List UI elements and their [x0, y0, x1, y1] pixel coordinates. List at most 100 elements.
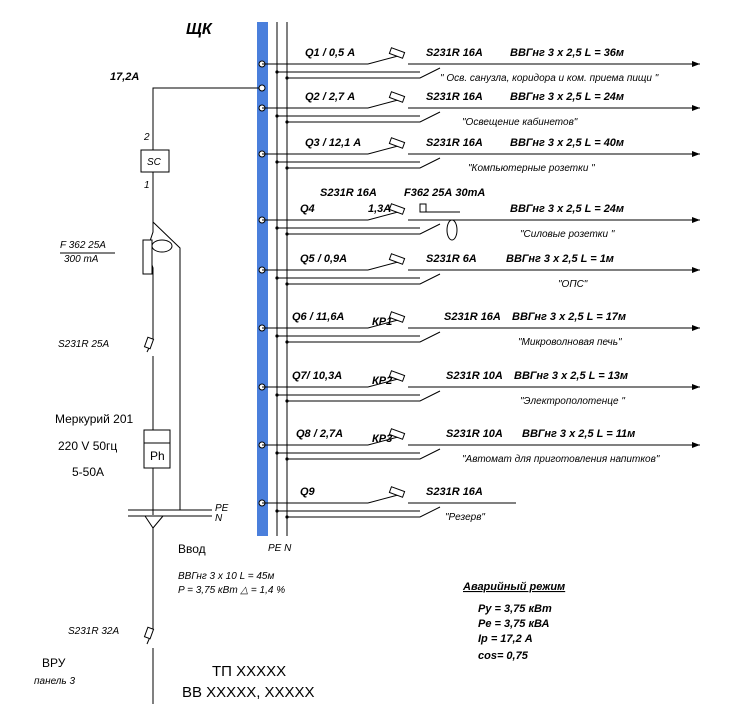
circuit-load-label: " Осв. санузла, коридора и ком. приема п… [440, 73, 659, 84]
circuit-breaker-label: S231R 16А [426, 47, 483, 59]
entry-cable-mark [144, 515, 164, 529]
circuit-kp-label: КР3 [372, 433, 392, 445]
circuit-breaker-label: S231R 16А [426, 91, 483, 103]
pe-bus-node [275, 393, 279, 397]
rcd-main-coil [142, 239, 153, 275]
rcd-toroid [446, 219, 458, 241]
sc-block [140, 149, 170, 173]
circuit-cable-label: ВВГнг 3 х 2,5 L = 24м [510, 203, 624, 215]
circuit-load-label: "Автомат для приготовления напитков" [462, 454, 660, 465]
n-bus-node [285, 76, 289, 80]
meter-line1: Меркурий 201 [55, 412, 133, 426]
sc-block-label: SC [147, 157, 162, 168]
n-branch-line [287, 223, 441, 235]
breaker-latch [388, 91, 406, 103]
circuit-cable-label: ВВГнг 3 х 2,5 L = 24м [510, 91, 624, 103]
n-branch-line [287, 273, 441, 285]
n-branch-line [287, 111, 441, 123]
circuit-rcd-label: F362 25А 30mA [404, 187, 485, 199]
arrow-head [692, 325, 700, 331]
circuit-q-label: Q2 / 2,7 А [305, 91, 355, 103]
rcd-main-line2: 300 mA [64, 254, 99, 265]
circuit-current-label: 1,3А [368, 203, 391, 215]
panel-title: ЩК [186, 21, 213, 38]
circuit-load-label: "Силовые розетки " [520, 229, 615, 240]
breaker-latch [388, 137, 406, 149]
pe-conductor-line [152, 221, 181, 510]
pe-bus-node [275, 114, 279, 118]
rcd-main-line1: F 362 25А [60, 240, 106, 251]
circuit-cable-label: ВВГнг 3 х 2,5 L = 13м [514, 370, 628, 382]
breaker-contact [367, 378, 399, 388]
circuit-q-label: Q4 [300, 203, 315, 215]
breaker-contact [367, 494, 399, 504]
tp-line1: ТП XXXXX [212, 663, 286, 680]
pe-bus-node [275, 509, 279, 513]
breaker-contact [367, 261, 399, 271]
vru-line1: ВРУ [42, 656, 66, 670]
pe-bus-node [275, 451, 279, 455]
circuit-breaker-label: S231R 10А [446, 428, 503, 440]
breaker-latch [388, 370, 406, 382]
n-branch-line [287, 331, 441, 343]
breaker-latch [388, 428, 406, 440]
circuit-kp-label: КР1 [372, 316, 392, 328]
vru-line2: панель 3 [34, 676, 75, 687]
input-feeder-line [152, 87, 262, 150]
rcd-coil [419, 203, 427, 213]
breaker-contact [367, 55, 399, 65]
arrow-head [692, 384, 700, 390]
bottom-breaker-label: S231R 32А [68, 626, 119, 637]
circuit-q-label: Q6 / 11,6А [292, 311, 344, 323]
circuit-cable-label: ВВГнг 3 х 2,5 L = 11м [522, 428, 635, 440]
emergency-title: Аварийный режим [462, 581, 565, 593]
emergency-ip: Ip = 17,2 А [478, 633, 533, 645]
arrow-head [692, 105, 700, 111]
n-bus-node [285, 515, 289, 519]
n-branch-line [287, 157, 441, 169]
n-branch-line [287, 448, 441, 460]
pe-bus-node [275, 226, 279, 230]
n-bus-node [285, 282, 289, 286]
n-bus-node [285, 399, 289, 403]
n-bus-node [285, 232, 289, 236]
pe-bus-node [275, 160, 279, 164]
circuit-breaker-label: S231R 16А [426, 486, 483, 498]
circuit-cable-label: ВВГнг 3 х 2,5 L = 1м [506, 253, 614, 265]
circuit-breaker-label: S231R 10А [446, 370, 503, 382]
circuit-kp-label: КР2 [372, 375, 392, 387]
left-n-label: N [215, 513, 223, 524]
panel-busbar [257, 22, 268, 536]
breaker-contact [367, 211, 399, 221]
pe-bus-node [275, 276, 279, 280]
circuit-q-label: Q5 / 0,9А [300, 253, 347, 265]
circuit-cable-label: ВВГнг 3 х 2,5 L = 40м [510, 137, 624, 149]
sc-pin-bottom: 1 [144, 180, 150, 191]
breaker-contact [367, 145, 399, 155]
arrow-head [692, 61, 700, 67]
circuit-q-label: Q9 [300, 486, 316, 498]
n-branch-line [287, 506, 441, 518]
breaker-latch [388, 203, 406, 215]
circuit-breaker-label: S231R 6А [426, 253, 477, 265]
bottom-breaker-latch [143, 626, 155, 640]
n-bus-node [285, 457, 289, 461]
right-bus-label: PE N [268, 543, 292, 554]
breaker-latch [388, 311, 406, 323]
n-branch-line [287, 67, 441, 79]
breaker-latch [388, 486, 406, 498]
rcd-main-toroid [151, 239, 173, 253]
pe-bus-node [275, 70, 279, 74]
breaker-contact [367, 99, 399, 109]
meter-line2: 220 V 50гц [58, 439, 117, 453]
emergency-cos: cos= 0,75 [478, 650, 529, 662]
sc-pin-top: 2 [143, 132, 150, 143]
vvod-cable: ВВГнг 3 х 10 L = 45м [178, 571, 274, 582]
input-current-label: 17,2А [110, 71, 139, 83]
circuit-load-label: "Освещение кабинетов" [462, 116, 578, 128]
n-bus-node [285, 166, 289, 170]
breaker-latch [388, 47, 406, 59]
circuit-breaker-label: S231R 16А [426, 137, 483, 149]
